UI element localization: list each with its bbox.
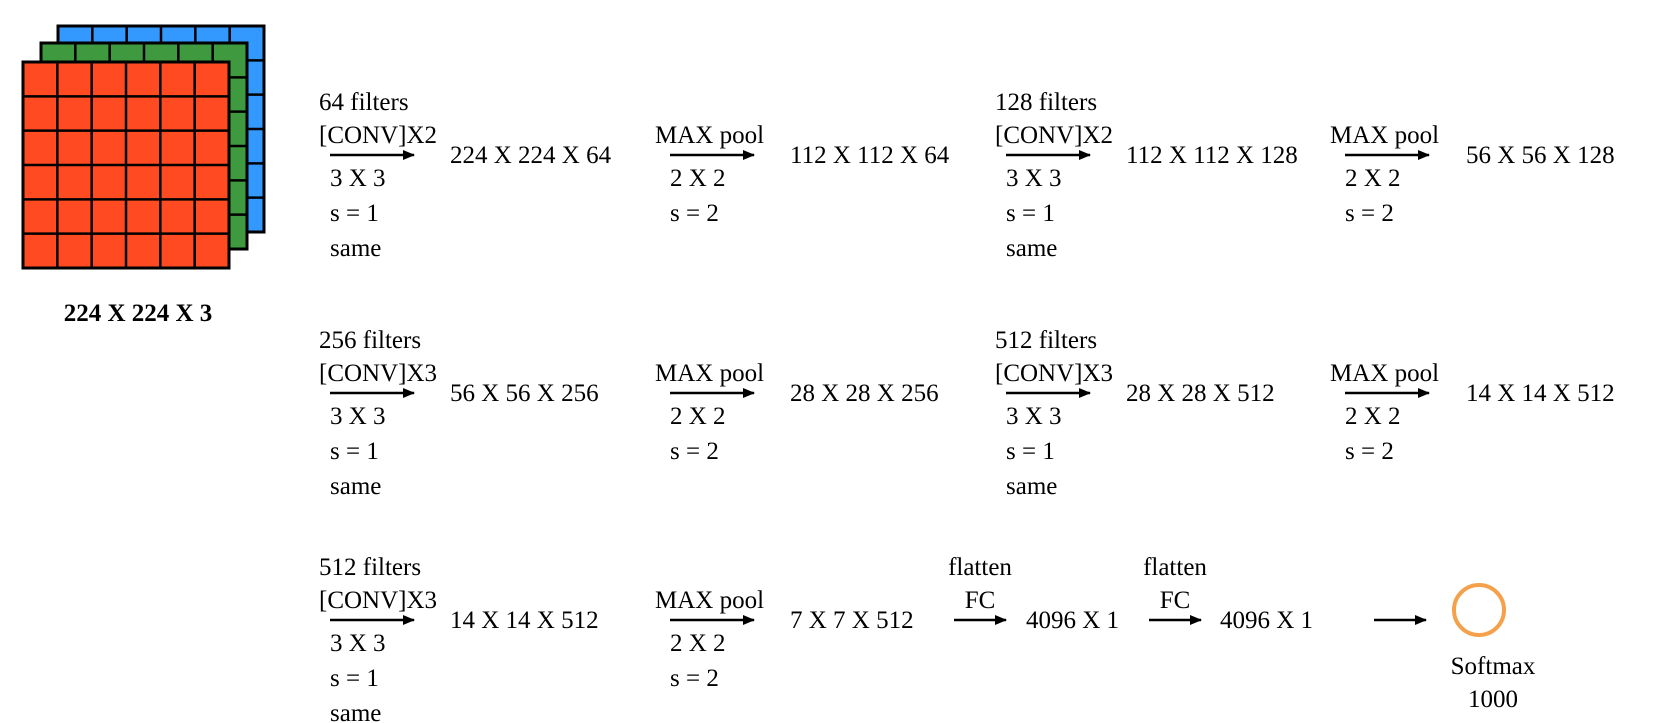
pool-top-label: MAX pool [655, 360, 764, 387]
conv-operation: 512 filters [CONV]X3 3 X 3 s = 1 same [319, 554, 437, 723]
input-channel-red [21, 60, 231, 270]
conv-operation: 512 filters [CONV]X3 3 X 3 s = 1 same [995, 327, 1113, 500]
conv-param-label: 3 X 3 [330, 630, 386, 657]
layer-row-1: 64 filters [CONV]X2 3 X 3 s = 1 same 224 X 22… [319, 89, 1615, 262]
conv-param-label: 3 X 3 [330, 403, 386, 430]
conv-top-label: [CONV]X3 [319, 360, 437, 387]
pool-param-label: s = 2 [670, 665, 719, 692]
pool-operation: MAX pool 2 X 2 s = 2 [655, 122, 764, 227]
conv-param-label: 3 X 3 [1006, 403, 1062, 430]
pool-operation: MAX pool 2 X 2 s = 2 [1330, 122, 1439, 227]
conv-top-label: [CONV]X2 [319, 122, 437, 149]
layer-row-2: 256 filters [CONV]X3 3 X 3 s = 1 same 56 X 56… [319, 327, 1615, 500]
pool-param-label: s = 2 [1345, 200, 1394, 227]
conv-param-label: s = 1 [1006, 438, 1055, 465]
tensor-shape-label: 14 X 14 X 512 [450, 607, 599, 634]
fc-top-label: FC [965, 587, 996, 614]
tensor-shape-label: 14 X 14 X 512 [1466, 380, 1615, 407]
conv-top-label: 512 filters [319, 554, 421, 581]
layer-rows: 64 filters [CONV]X2 3 X 3 s = 1 same 224 X 22… [319, 89, 1615, 723]
tensor-shape-label: 4096 X 1 [1220, 607, 1313, 634]
conv-operation: 256 filters [CONV]X3 3 X 3 s = 1 same [319, 327, 437, 500]
pool-operation: MAX pool 2 X 2 s = 2 [655, 587, 764, 692]
tensor-shape-label: 112 X 112 X 128 [1126, 142, 1298, 169]
conv-param-label: same [330, 473, 381, 500]
pool-operation: MAX pool 2 X 2 s = 2 [1330, 360, 1439, 465]
conv-top-label: 128 filters [995, 89, 1097, 116]
pool-param-label: 2 X 2 [670, 630, 726, 657]
softmax-units-label: 1000 [1468, 686, 1518, 713]
conv-param-label: s = 1 [330, 665, 379, 692]
fc-top-label: flatten [948, 554, 1012, 581]
conv-top-label: 512 filters [995, 327, 1097, 354]
pool-top-label: MAX pool [1330, 360, 1439, 387]
tensor-shape-label: 7 X 7 X 512 [790, 607, 914, 634]
conv-param-label: same [330, 700, 381, 723]
pool-top-label: MAX pool [1330, 122, 1439, 149]
conv-param-label: same [1006, 235, 1057, 262]
conv-param-label: 3 X 3 [1006, 165, 1062, 192]
conv-operation: 128 filters [CONV]X2 3 X 3 s = 1 same [995, 89, 1113, 262]
tensor-shape-label: 4096 X 1 [1026, 607, 1119, 634]
conv-operation: 64 filters [CONV]X2 3 X 3 s = 1 same [319, 89, 437, 262]
pool-param-label: 2 X 2 [670, 403, 726, 430]
pool-param-label: s = 2 [670, 200, 719, 227]
conv-param-label: 3 X 3 [330, 165, 386, 192]
conv-param-label: s = 1 [330, 200, 379, 227]
tensor-shape-label: 28 X 28 X 256 [790, 380, 939, 407]
pool-param-label: 2 X 2 [1345, 403, 1401, 430]
tensor-shape-label: 28 X 28 X 512 [1126, 380, 1275, 407]
softmax-label: Softmax [1451, 653, 1536, 680]
conv-param-label: same [330, 235, 381, 262]
pool-param-label: s = 2 [1345, 438, 1394, 465]
softmax-output: Softmax 1000 [1451, 583, 1536, 713]
pool-top-label: MAX pool [655, 122, 764, 149]
conv-top-label: 256 filters [319, 327, 421, 354]
fc-top-label: FC [1160, 587, 1191, 614]
fc-top-label: flatten [1143, 554, 1207, 581]
conv-top-label: [CONV]X3 [995, 360, 1113, 387]
pool-operation: MAX pool 2 X 2 s = 2 [655, 360, 764, 465]
pool-param-label: s = 2 [670, 438, 719, 465]
conv-top-label: 64 filters [319, 89, 409, 116]
tensor-shape-label: 56 X 56 X 256 [450, 380, 599, 407]
input-shape-label: 224 X 224 X 3 [64, 300, 213, 327]
tensor-shape-label: 112 X 112 X 64 [790, 142, 950, 169]
conv-param-label: same [1006, 473, 1057, 500]
pool-param-label: 2 X 2 [1345, 165, 1401, 192]
tensor-shape-label: 224 X 224 X 64 [450, 142, 612, 169]
pool-param-label: 2 X 2 [670, 165, 726, 192]
softmax-node-icon [1452, 583, 1506, 637]
layer-row-3: 512 filters [CONV]X3 3 X 3 s = 1 same 14 X 14… [319, 554, 1427, 723]
conv-param-label: s = 1 [1006, 200, 1055, 227]
conv-param-label: s = 1 [330, 438, 379, 465]
tensor-shape-label: 56 X 56 X 128 [1466, 142, 1615, 169]
input-volume: 224 X 224 X 3 [21, 24, 266, 327]
conv-top-label: [CONV]X2 [995, 122, 1113, 149]
pool-top-label: MAX pool [655, 587, 764, 614]
input-layer-stack [21, 24, 266, 270]
conv-top-label: [CONV]X3 [319, 587, 437, 614]
